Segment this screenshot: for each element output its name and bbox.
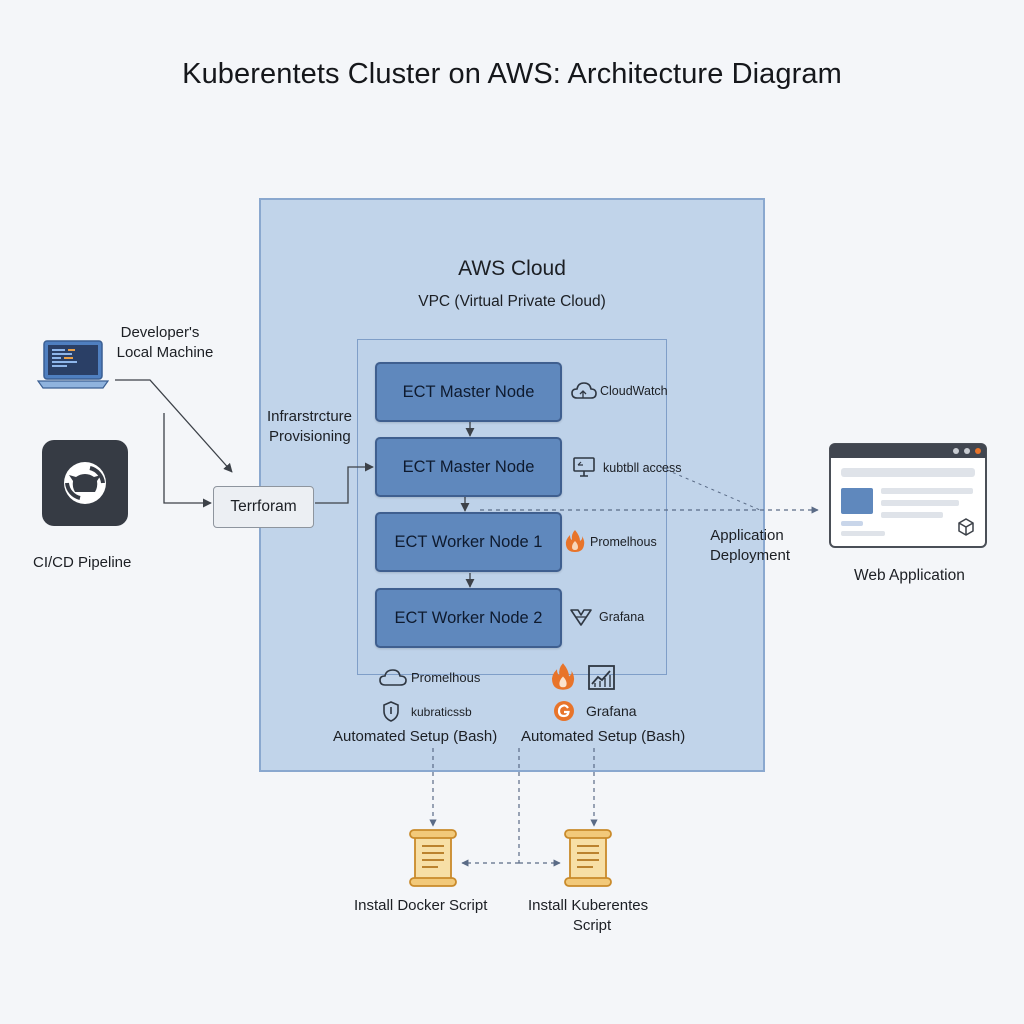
cicd-label: CI/CD Pipeline [33, 554, 132, 571]
automated-setup-left: Automated Setup (Bash) [333, 728, 498, 745]
bottom-grafana-label: Grafana [586, 703, 637, 719]
browser-window-icon[interactable] [829, 443, 987, 548]
aws-cloud-title: AWS Cloud [458, 257, 566, 280]
bottom-prometheus-label: Promelhous [411, 670, 481, 685]
kubectl-bottom-label: kubraticssb [411, 705, 472, 719]
laptop-icon[interactable] [37, 339, 109, 391]
grafana-icon [570, 609, 592, 626]
github-icon[interactable] [42, 440, 128, 526]
worker-node-1[interactable]: ECT Worker Node 1 [375, 512, 562, 572]
shield-icon [383, 701, 399, 722]
cloudwatch-label: CloudWatch [600, 384, 668, 398]
flame-icon [565, 530, 585, 552]
infra-label-line1: Infrarstrcture [267, 408, 353, 425]
app-deployment-line1: Application [710, 527, 784, 544]
prometheus-label: Promelhous [590, 535, 657, 549]
worker-node-2[interactable]: ECT Worker Node 2 [375, 588, 562, 648]
master-node-1[interactable]: ECT Master Node [375, 362, 562, 422]
flame-bottom-icon [552, 663, 575, 690]
install-docker-label: Install Docker Script [354, 897, 488, 914]
kubectl-access-label: kubtbll access [603, 461, 682, 475]
scroll-icon[interactable] [406, 828, 460, 888]
page-title: Kuberentets Cluster on AWS: Architecture… [182, 58, 842, 90]
cloud-outline-icon [379, 669, 407, 686]
developer-label-line1: Developer's [120, 324, 200, 341]
vpc-label: VPC (Virtual Private Cloud) [418, 293, 606, 310]
monitor-icon [573, 457, 595, 477]
terraform-box[interactable]: Terrforam [213, 486, 314, 528]
developer-label-line2: Local Machine [116, 344, 214, 361]
automated-setup-right: Automated Setup (Bash) [521, 728, 686, 745]
grafana-logo-icon [554, 701, 574, 721]
cicd-to-terraform-arrow [163, 413, 212, 508]
web-application-label: Web Application [854, 567, 965, 584]
master-node-2[interactable]: ECT Master Node [375, 437, 562, 497]
install-kubernetes-label-line2: Script [572, 917, 612, 934]
scroll-icon-2[interactable] [561, 828, 615, 888]
terraform-to-master-arrow [315, 462, 374, 504]
cloud-icon [571, 382, 597, 399]
chart-icon [588, 665, 615, 690]
install-kubernetes-label-line1: Install Kuberentes [528, 897, 649, 914]
grafana-label: Grafana [599, 610, 645, 624]
developer-to-terraform-arrow [115, 379, 233, 473]
infra-label-line2: Provisioning [269, 428, 351, 445]
app-deployment-line2: Deployment [709, 547, 791, 564]
